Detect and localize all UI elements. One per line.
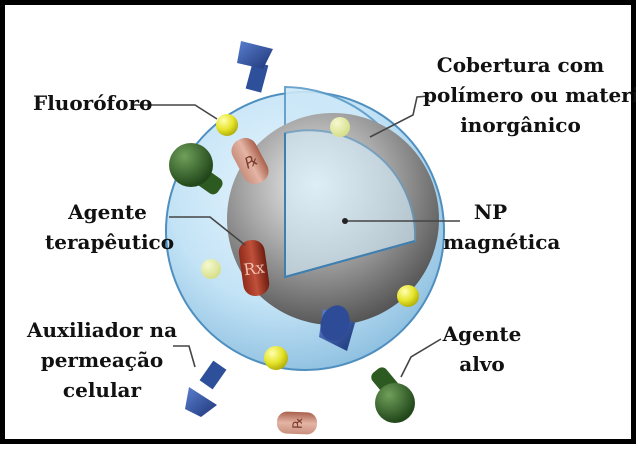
label-therapeutic-agent-line2: terapêutico [45,227,170,257]
label-magnetic-np: NP magnética [443,197,538,257]
label-magnetic-np-line1: NP [443,197,538,227]
therapeutic-capsule: ℞ [277,411,318,434]
label-polymer-coating-line2: polímero ou material [423,80,618,110]
fluorophore [397,285,419,307]
label-permeation-aid-line2: permeação [27,345,177,375]
label-targeting-agent-line2: alvo [437,349,527,379]
label-therapeutic-agent: Agente terapêutico [45,197,170,257]
label-permeation-aid-line1: Auxiliador na [27,315,177,345]
label-targeting-agent-line1: Agente [437,319,527,349]
permeation-agent [237,41,273,93]
label-permeation-aid: Auxiliador na permeação celular [27,315,177,405]
label-polymer-coating-line3: inorgânico [423,110,618,140]
permeation-agent [185,361,226,417]
label-polymer-coating-line1: Cobertura com [423,50,618,80]
label-polymer-coating: Cobertura com polímero ou material inorg… [423,50,618,140]
label-targeting-agent: Agente alvo [437,319,527,379]
rx-symbol: Rx [242,258,266,280]
label-therapeutic-agent-line1: Agente [45,197,170,227]
targeting-agent [369,365,415,423]
fluorophore [330,117,350,137]
svg-text:℞: ℞ [291,417,306,429]
fluorophore [201,259,221,279]
label-magnetic-np-line2: magnética [443,227,538,257]
fluorophore [264,346,288,370]
fluorophore [216,114,238,136]
label-permeation-aid-line3: celular [27,375,177,405]
label-fluorophore: Fluoróforo [33,88,152,118]
